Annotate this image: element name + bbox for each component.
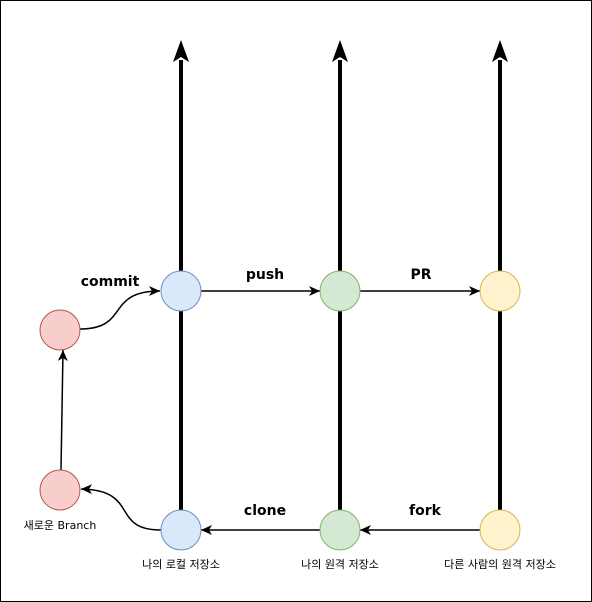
local-repo-node bbox=[160, 509, 202, 551]
my-remote-top-node bbox=[319, 270, 361, 312]
my-remote-label: 나의 원격 저장소 bbox=[301, 558, 379, 571]
local-repo-top-node bbox=[160, 270, 202, 312]
new-branch-node bbox=[39, 469, 81, 511]
branch-up-arrow bbox=[57, 349, 68, 471]
new-branch-label: 새로운 Branch bbox=[24, 519, 97, 532]
push-label: push bbox=[246, 267, 284, 283]
other-remote-label: 다른 사람의 원격 저장소 bbox=[444, 558, 556, 571]
fork-label: fork bbox=[409, 503, 442, 519]
pr-label: PR bbox=[410, 267, 431, 283]
other-remote-node bbox=[479, 509, 521, 551]
commit-arrow bbox=[79, 286, 161, 330]
commit-label: commit bbox=[81, 274, 140, 290]
local-repo-label: 나의 로컬 저장소 bbox=[142, 558, 220, 571]
new-branch-commit-node bbox=[39, 309, 81, 351]
branch-arrow bbox=[80, 484, 162, 531]
my-remote-node bbox=[319, 509, 361, 551]
clone-label: clone bbox=[244, 503, 286, 519]
other-remote-top-node bbox=[479, 270, 521, 312]
